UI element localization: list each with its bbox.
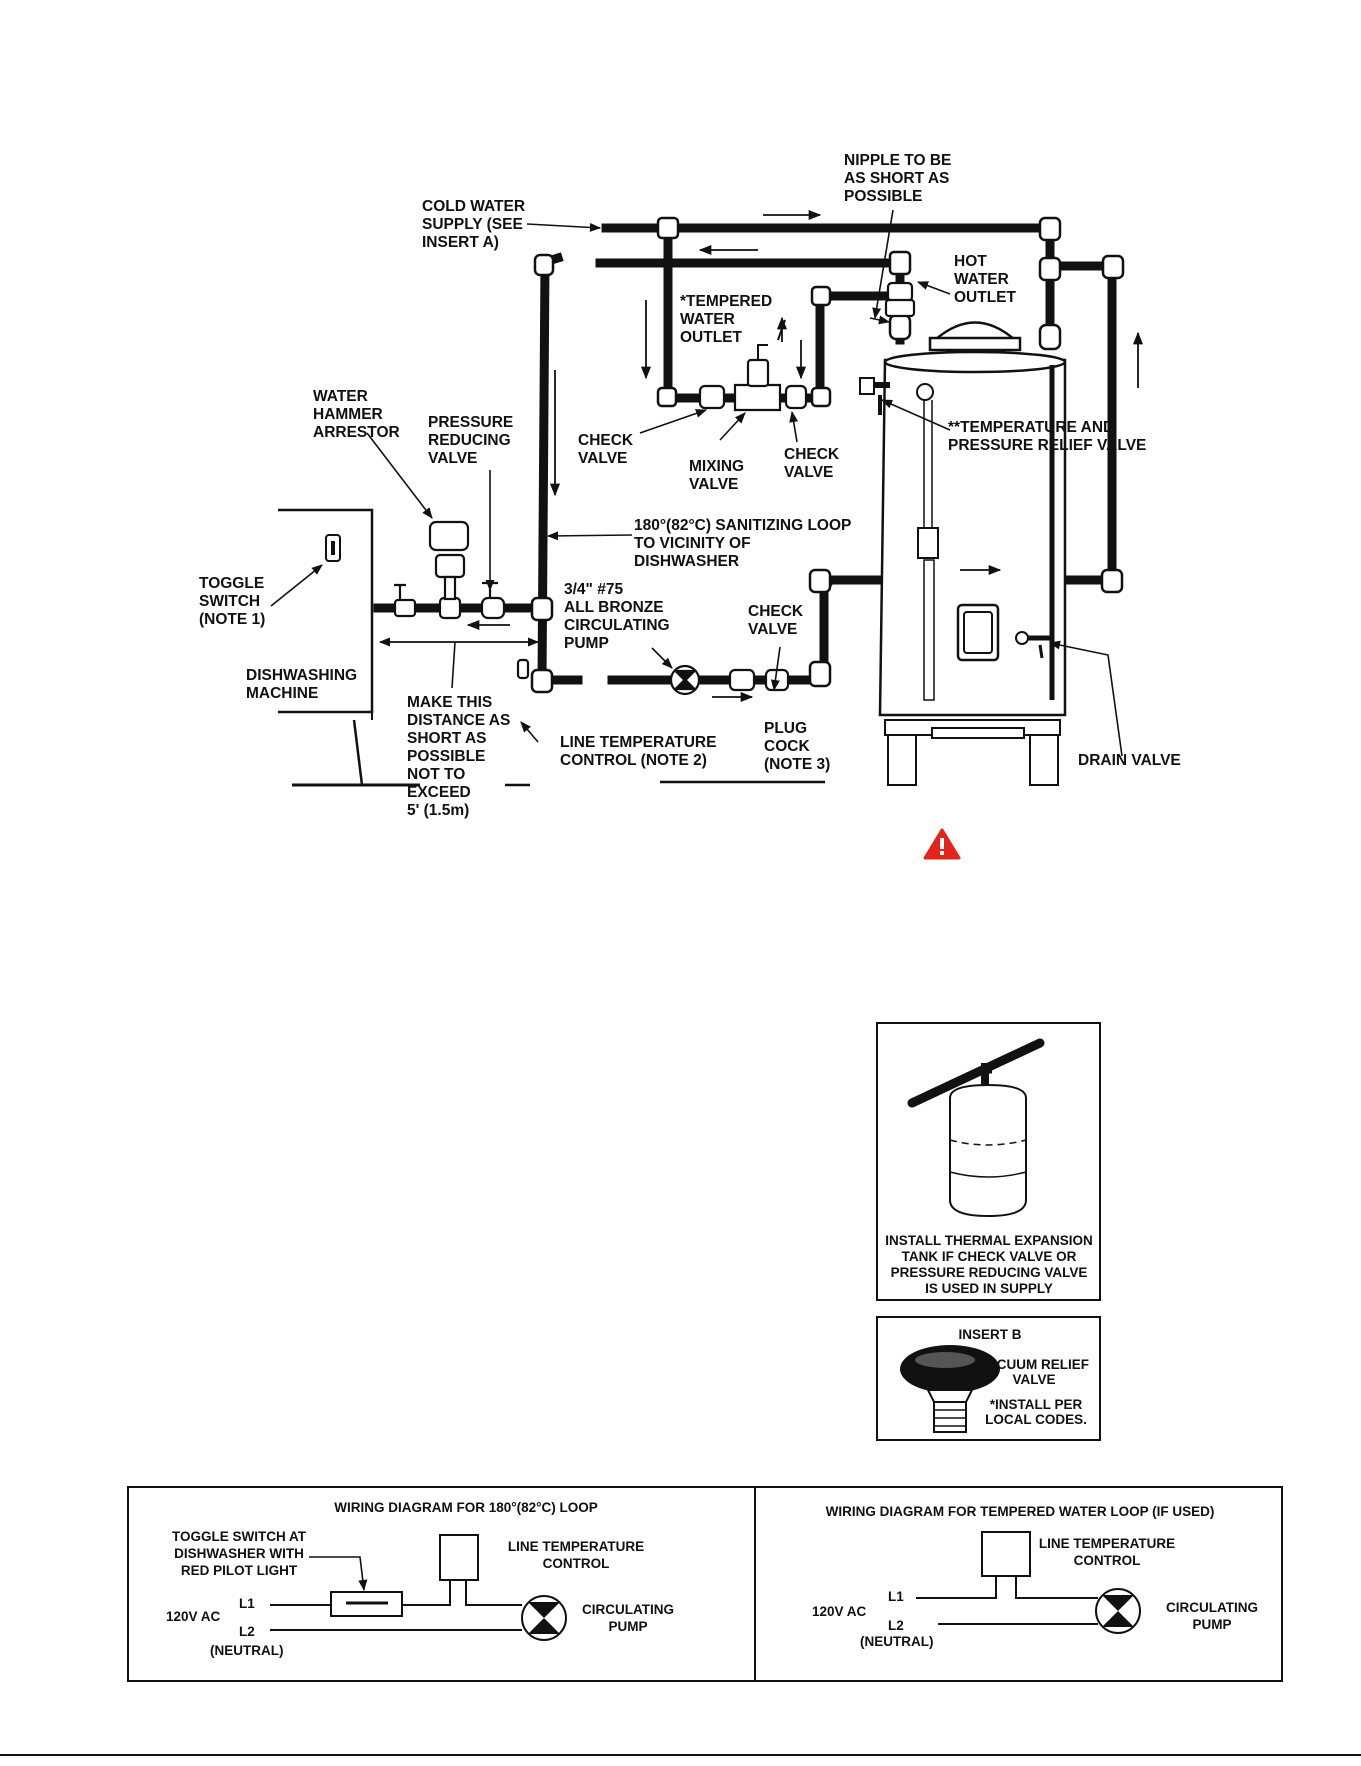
leader-lines [270,209,1123,757]
water-heater-tank [859,321,1067,786]
wiring-right-voltage: 120V AC [812,1604,867,1619]
wiring-right-l2: L2 [888,1618,904,1633]
warning-triangle-icon [923,828,961,860]
wiring-left-neutral: (NEUTRAL) [210,1643,284,1658]
wiring-right-l1: L1 [888,1589,904,1604]
wiring-left-l2: L2 [239,1624,255,1639]
wiring-right-neutral: (NEUTRAL) [860,1634,934,1649]
distance-dimension [378,637,540,689]
pump-line-valves [669,664,790,696]
wiring-left: WIRING DIAGRAM FOR 180°(82°C) LOOP TOGGL… [166,1500,674,1658]
wiring-left-voltage: 120V AC [166,1609,221,1624]
hot-outlet-fittings [884,281,916,318]
fittings [530,216,1125,694]
tempered-valves [698,319,808,412]
insert-b-title: INSERT B [958,1327,1021,1342]
wiring-left-title: WIRING DIAGRAM FOR 180°(82°C) LOOP [334,1500,598,1515]
wiring-diagrams: WIRING DIAGRAM FOR 180°(82°C) LOOP TOGGL… [127,1486,1283,1682]
wiring-left-l1: L1 [239,1596,255,1611]
wiring-right: WIRING DIAGRAM FOR TEMPERED WATER LOOP (… [812,1504,1258,1649]
wiring-right-title: WIRING DIAGRAM FOR TEMPERED WATER LOOP (… [826,1504,1215,1519]
floor-lines [505,780,825,787]
drain-valve-label: DRAIN VALVE [1078,752,1181,769]
dishwashing-machine [278,508,420,787]
flow-arrows [466,209,1144,703]
dishwasher-fittings [393,520,530,680]
